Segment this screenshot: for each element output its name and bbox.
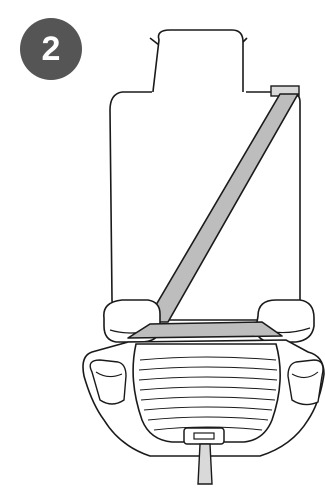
- lap-belt: [128, 322, 282, 338]
